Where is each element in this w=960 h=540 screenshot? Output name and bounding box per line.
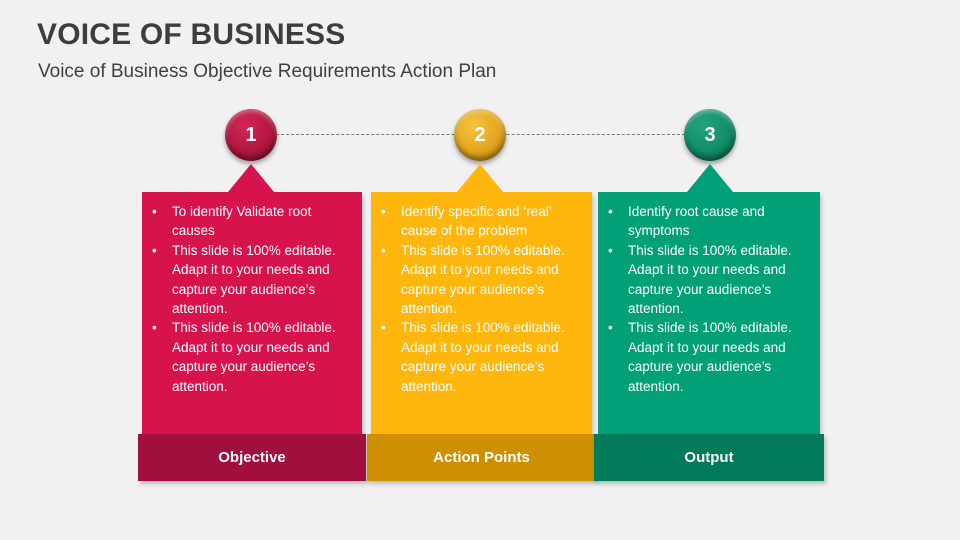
footer-label-output: Output [594,434,824,481]
footer-label-text: Output [684,449,734,466]
page-title: VOICE OF BUSINESS [37,18,346,51]
content-box-action-points: Identify specific and ‘real’ cause of th… [371,192,592,435]
footer-label-objective: Objective [138,434,366,481]
bullet-item: This slide is 100% editable. Adapt it to… [608,318,812,396]
footer-label-action-points: Action Points [367,434,596,481]
box-pointer-triangle-1 [228,164,274,192]
bullet-item: This slide is 100% editable. Adapt it to… [381,241,584,319]
bullet-list-output: Identify root cause and symptoms This sl… [608,202,812,396]
bullet-item: Identify root cause and symptoms [608,202,812,241]
step-circle-3: 3 [684,109,736,161]
box-pointer-triangle-3 [687,164,733,192]
page-subtitle: Voice of Business Objective Requirements… [38,61,497,82]
bullet-item: This slide is 100% editable. Adapt it to… [152,241,354,319]
bullet-list-action-points: Identify specific and ‘real’ cause of th… [381,202,584,396]
step-number-3: 3 [704,123,716,146]
bullet-item: This slide is 100% editable. Adapt it to… [608,241,812,319]
step-number-2: 2 [474,123,486,146]
footer-label-text: Objective [218,449,286,466]
footer-label-text: Action Points [433,449,530,466]
box-pointer-triangle-2 [457,164,503,192]
bullet-item: This slide is 100% editable. Adapt it to… [152,318,354,396]
content-box-objective: To identify Validate root causes This sl… [142,192,362,435]
bullet-item: Identify specific and ‘real’ cause of th… [381,202,584,241]
step-circle-1: 1 [225,109,277,161]
bullet-item: This slide is 100% editable. Adapt it to… [381,318,584,396]
bullet-list-objective: To identify Validate root causes This sl… [152,202,354,396]
content-box-output: Identify root cause and symptoms This sl… [598,192,820,435]
step-number-1: 1 [245,123,257,146]
step-circle-2: 2 [454,109,506,161]
bullet-item: To identify Validate root causes [152,202,354,241]
